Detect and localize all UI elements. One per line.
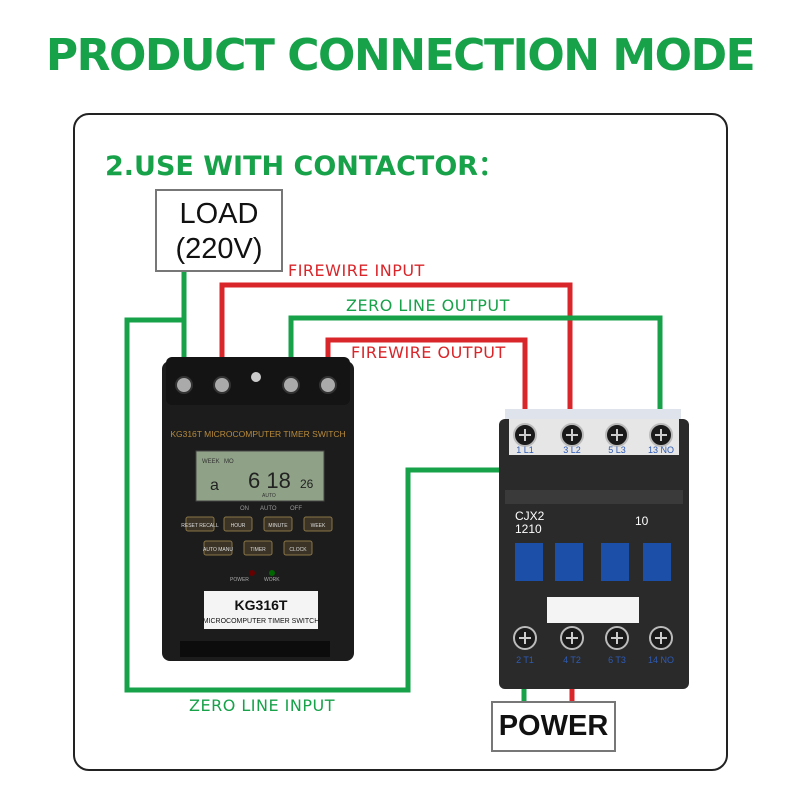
label-zero-line-output: ZERO LINE OUTPUT — [346, 296, 510, 315]
screw-icon — [566, 632, 578, 644]
wire-firewire-output — [325, 337, 528, 425]
load-label: LOAD — [179, 198, 259, 230]
timer-button — [263, 516, 293, 532]
load-box: LOAD (220V) — [155, 189, 283, 272]
screw-icon — [519, 429, 531, 441]
load-voltage: (220V) — [175, 233, 263, 265]
wire-zero-line-output — [288, 315, 663, 440]
timer-button-label: WEEK — [311, 523, 326, 529]
label-firewire-output: FIREWIRE OUTPUT — [351, 343, 506, 362]
contactor-terminal-label: 6 T3 — [608, 655, 626, 665]
timer-model: KG316T — [235, 597, 288, 613]
label-firewire-input: FIREWIRE INPUT — [288, 261, 425, 280]
contactor-terminal-label: 1 L1 — [516, 445, 534, 455]
lcd-auto: AUTO — [262, 493, 276, 499]
lcd-off: OFF — [290, 506, 302, 512]
contactor-terminal-label: 3 L2 — [563, 445, 581, 455]
timer-model-sub: MICROCOMPUTER TIMER SWITCH — [203, 618, 320, 625]
contactor-model-line2: 1210 — [515, 522, 542, 536]
label-zero-line-input: ZERO LINE INPUT — [189, 696, 335, 715]
diagram-frame — [73, 113, 728, 771]
lcd-week: WEEK — [202, 459, 220, 465]
contactor-terminal-label: 5 L3 — [608, 445, 626, 455]
lcd-on: ON — [240, 506, 249, 512]
lcd-day: a — [210, 477, 219, 494]
timer-button-label: AUTO MANU — [203, 547, 233, 553]
timer-button — [283, 540, 313, 556]
screw-icon — [655, 429, 667, 441]
lcd-mo: MO — [224, 459, 234, 465]
timer-button — [303, 516, 333, 532]
timer-button-label: HOUR — [231, 523, 246, 529]
timer-button-label: CLOCK — [289, 547, 307, 553]
timer-switch-device: KG316T MICROCOMPUTER TIMER SWITCH WEEK M… — [162, 357, 354, 661]
contactor-device: 1 L1 3 L2 5 L3 13 NO CJX2 1210 10 2 T1 4 T2 6… — [499, 409, 689, 689]
lcd-seconds: 26 — [300, 477, 314, 491]
power-box: POWER — [491, 701, 616, 752]
section-subtitle: 2.USE WITH CONTACTOR： — [105, 151, 506, 182]
wire-firewire-input — [219, 282, 573, 488]
contactor-rating: 10 — [635, 514, 649, 528]
led-work-label: WORK — [264, 577, 280, 583]
contactor-terminal-label: 14 NO — [648, 655, 674, 665]
screw-icon — [566, 429, 578, 441]
contactor-top-terminals: 1 L1 3 L2 5 L3 13 NO — [513, 423, 674, 455]
screw-icon — [611, 632, 623, 644]
timer-button-label: TIMER — [250, 547, 266, 553]
timer-button-label: RESET RECALL — [181, 523, 219, 529]
page-title: PRODUCT CONNECTION MODE — [45, 30, 756, 81]
timer-button-label: MINUTE — [268, 523, 288, 529]
contactor-bottom-terminals: 2 T1 4 T2 6 T3 14 NO — [513, 626, 674, 665]
contactor-terminal-label: 4 T2 — [563, 655, 581, 665]
contactor-model-line1: CJX2 — [515, 509, 545, 523]
timer-button — [243, 540, 273, 556]
contactor-terminal-label: 13 NO — [648, 445, 674, 455]
lcd-time: 6 18 — [248, 468, 291, 493]
timer-buttons: RESET RECALL HOUR MINUTE WEEK AUTO MANU TIMER… — [181, 516, 333, 556]
screw-icon — [611, 429, 623, 441]
timer-button — [223, 516, 253, 532]
timer-button — [185, 516, 215, 532]
timer-terminals — [175, 372, 337, 394]
timer-button — [203, 540, 233, 556]
lcd-auto-mode: AUTO — [260, 506, 277, 512]
screw-icon — [655, 632, 667, 644]
screw-icon — [519, 632, 531, 644]
led-power-label: POWER — [230, 577, 249, 583]
contactor-terminal-label: 2 T1 — [516, 655, 534, 665]
timer-header: KG316T MICROCOMPUTER TIMER SWITCH — [170, 429, 345, 439]
